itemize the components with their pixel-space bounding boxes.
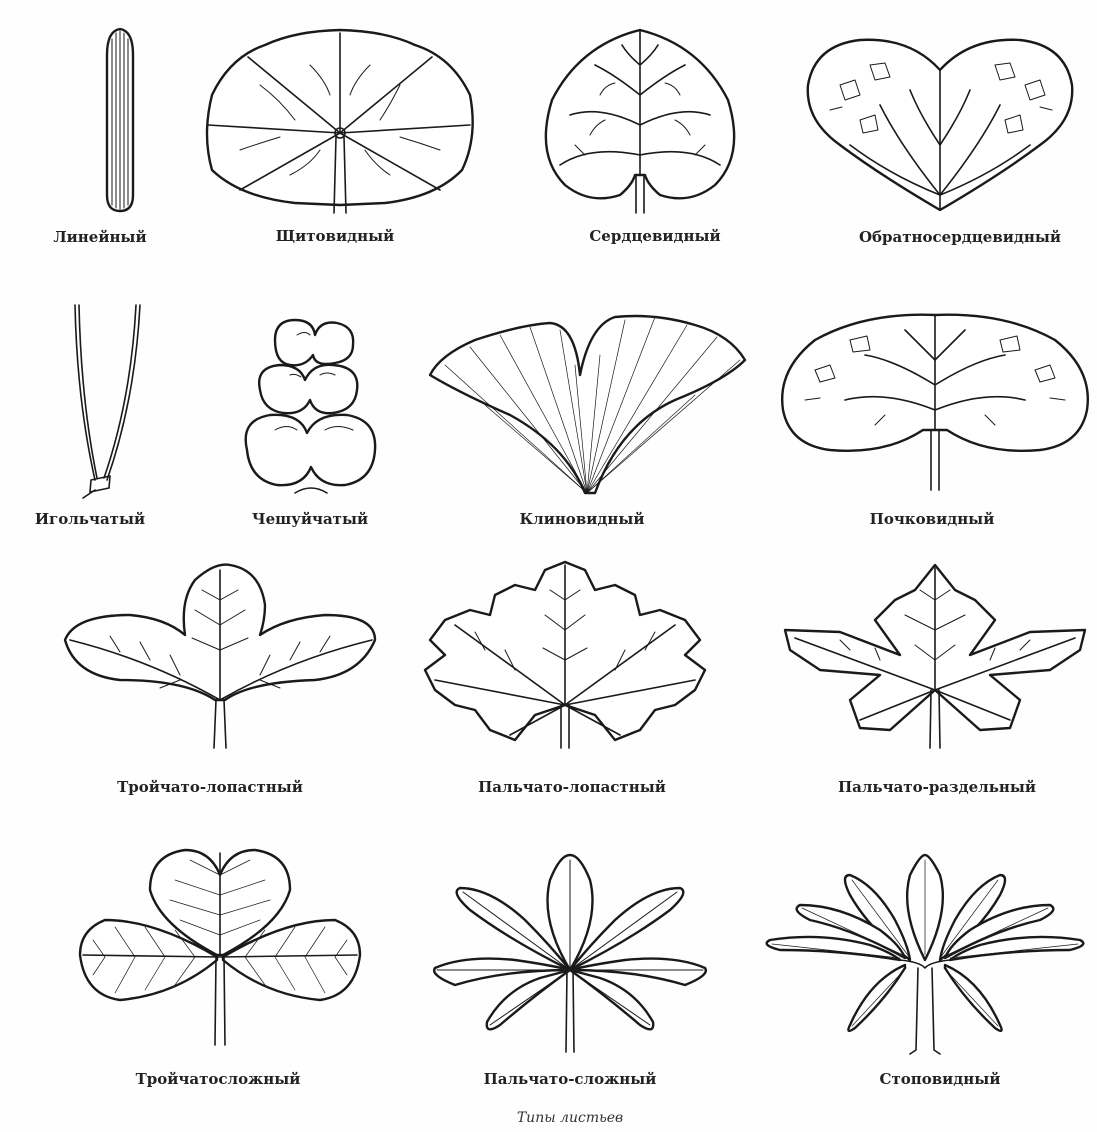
trifoliate-leaf-drawing — [75, 845, 365, 1050]
palmately-lobed-label: Пальчато-лопастный — [478, 778, 666, 796]
obcordate-label: Обратносердцевидный — [859, 228, 1061, 246]
scaly-label: Чешуйчатый — [252, 510, 368, 528]
cuneate-leaf-drawing — [425, 305, 750, 500]
palmately-parted-leaf-drawing — [780, 560, 1090, 750]
cuneate-label: Клиновидный — [519, 510, 644, 528]
trifoliate-label: Тройчатосложный — [136, 1070, 301, 1088]
acicular-label: Игольчатый — [35, 510, 145, 528]
trilobate-label: Тройчато-лопастный — [117, 778, 303, 796]
scaly-leaf-drawing — [235, 315, 390, 495]
palmately-compound-label: Пальчато-сложный — [484, 1070, 657, 1088]
pedate-label: Стоповидный — [880, 1070, 1001, 1088]
obcordate-leaf-drawing — [800, 25, 1080, 215]
acicular-leaf-drawing — [65, 300, 155, 500]
reniform-leaf-drawing — [775, 300, 1095, 495]
palmately-compound-leaf-drawing — [425, 850, 715, 1055]
figure-caption: Типы листьев — [517, 1110, 623, 1126]
peltate-leaf-drawing — [200, 25, 480, 215]
cordate-leaf-drawing — [530, 25, 750, 215]
pedate-leaf-drawing — [760, 850, 1090, 1055]
linear-label: Линейный — [53, 228, 146, 246]
palmately-lobed-leaf-drawing — [415, 560, 715, 750]
linear-leaf-drawing — [95, 25, 145, 215]
palmately-parted-label: Пальчато-раздельный — [838, 778, 1036, 796]
cordate-label: Сердцевидный — [589, 227, 720, 245]
trilobate-leaf-drawing — [60, 560, 380, 750]
peltate-label: Щитовидный — [276, 227, 395, 245]
reniform-label: Почковидный — [870, 510, 995, 528]
